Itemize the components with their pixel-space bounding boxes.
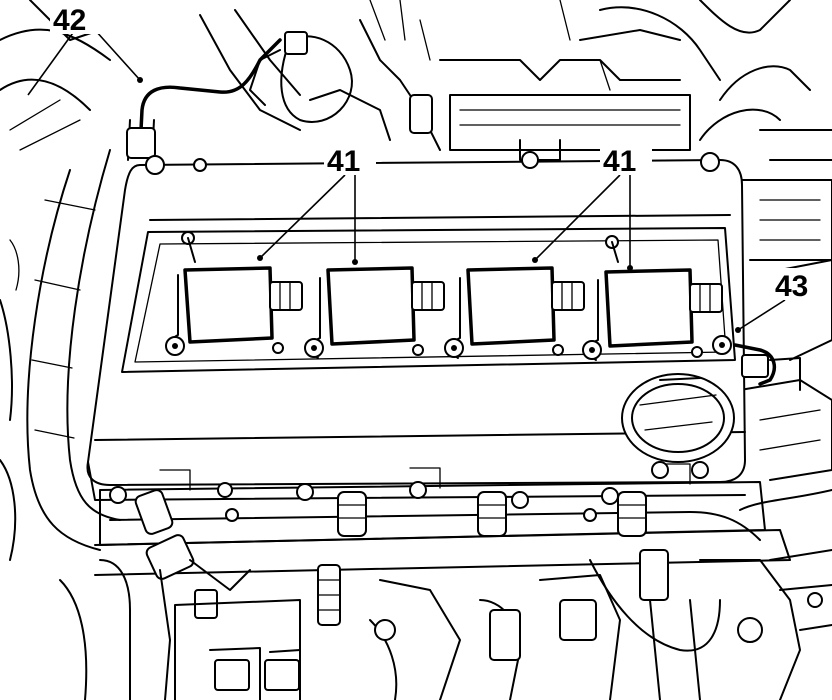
callout-41-right: 41: [603, 145, 636, 178]
oil-filler-cap: [621, 373, 735, 463]
callout-leaders: [27, 29, 786, 333]
vacuum-hose-42: [126, 38, 282, 161]
intake-hose-left: [0, 149, 121, 561]
callout-41-left: 41: [327, 145, 360, 178]
callout-43: 43: [775, 270, 808, 303]
ignition-coil-2: [304, 266, 445, 359]
ignition-coil-3: [444, 266, 585, 359]
sensor-43: [712, 335, 801, 391]
lower-engine-parts: [59, 489, 832, 700]
callout-labels: 42 41 41 43: [50, 2, 824, 303]
background-engine-parts: [0, 0, 832, 481]
callout-42: 42: [53, 4, 86, 37]
ignition-coil-1: [165, 266, 303, 356]
ignition-coil-4: [582, 268, 723, 361]
fuel-rail-injectors: [94, 461, 791, 576]
